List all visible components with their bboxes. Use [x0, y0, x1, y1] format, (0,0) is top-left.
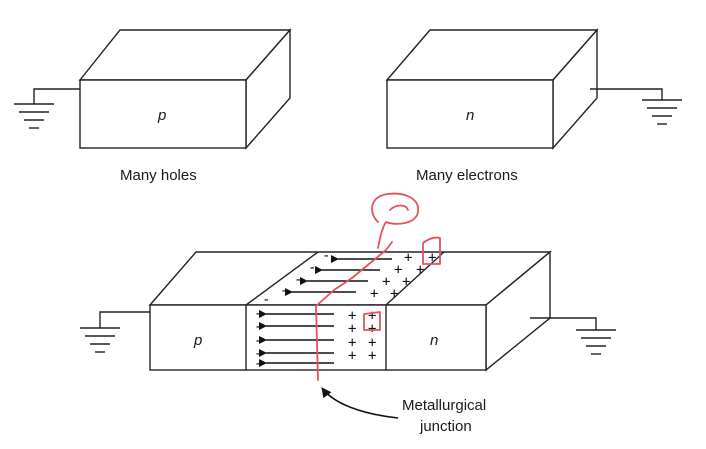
pointer-arrow-icon	[321, 387, 399, 419]
p-block-label: p	[157, 107, 166, 124]
electron-annotation-icon	[371, 192, 419, 249]
space-charge-minus: - - - - - - - - - -	[254, 248, 330, 372]
minus-sign: -	[254, 356, 262, 372]
minus-sign: -	[254, 306, 262, 322]
plus-sign: +	[390, 286, 398, 302]
plus-sign: +	[416, 262, 424, 278]
minus-sign: -	[254, 333, 262, 349]
field-arrow-icon	[259, 310, 334, 367]
plus-sign: +	[370, 286, 378, 302]
p-caption: Many holes	[120, 167, 197, 184]
plus-sign: +	[382, 274, 390, 290]
marker-square-top	[422, 236, 441, 265]
red-annotations	[315, 192, 441, 381]
ground-symbol-icon	[530, 317, 616, 355]
p-block-front-face	[79, 79, 247, 149]
n-caption: Many electrons	[416, 167, 518, 184]
plus-sign: +	[348, 308, 356, 324]
marker-square-front	[363, 311, 381, 331]
minus-sign: -	[294, 272, 302, 288]
n-block-label: n	[466, 107, 474, 124]
ground-symbol-icon	[80, 311, 150, 353]
plus-sign: +	[348, 335, 356, 351]
plus-sign: +	[348, 321, 356, 337]
minus-sign: -	[322, 248, 330, 264]
field-arrow-icon	[285, 255, 392, 296]
minus-sign: -	[254, 319, 262, 335]
space-charge-plus: + + + + + + + + + + + + + + + +	[348, 250, 436, 364]
p-type-block	[78, 28, 292, 150]
junction-trace	[315, 241, 393, 381]
plus-sign: +	[368, 321, 376, 337]
n-block-front-face	[386, 79, 554, 149]
ground-symbol-icon	[14, 88, 80, 129]
plus-sign: +	[348, 348, 356, 364]
plus-sign: +	[368, 308, 376, 324]
plus-sign: +	[394, 262, 402, 278]
junction-n-label: n	[430, 332, 438, 349]
minus-sign: -	[254, 346, 262, 362]
junction-label-line2: junction	[419, 418, 472, 435]
junction-label-line1: Metallurgical	[402, 397, 486, 414]
n-type-block	[385, 28, 599, 150]
minus-sign: -	[280, 283, 288, 299]
plus-sign: +	[368, 335, 376, 351]
electron-minus-mark	[389, 204, 409, 211]
junction-p-label: p	[193, 332, 202, 349]
minus-sign: -	[308, 260, 316, 276]
ground-symbol-icon	[590, 88, 682, 125]
plus-sign: +	[404, 250, 412, 266]
plus-sign: +	[428, 250, 436, 266]
plus-sign: +	[368, 348, 376, 364]
plus-sign: +	[402, 274, 410, 290]
minus-sign: -	[262, 292, 270, 308]
